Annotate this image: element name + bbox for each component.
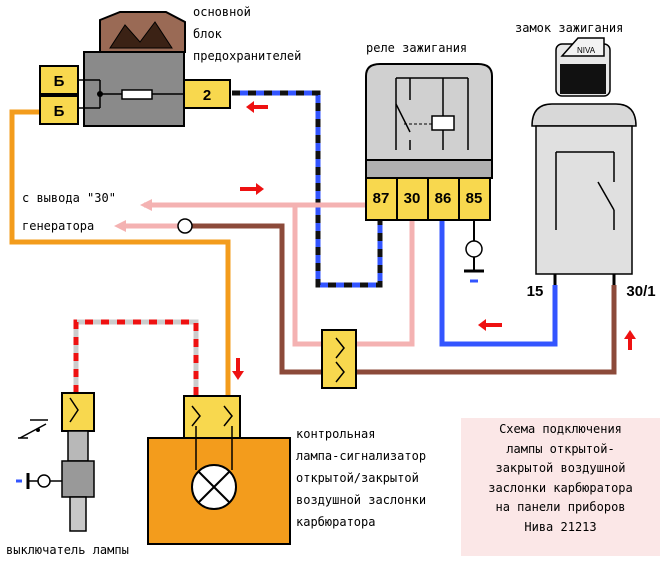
blue-black-wire [232, 90, 383, 288]
caption-line-4: заслонки карбюратора [488, 480, 633, 495]
caption-line-2: лампы открытой- [506, 441, 615, 456]
flow-arrows [114, 101, 636, 380]
ignition-relay: 87 30 86 85 [365, 63, 493, 221]
ground-wire [464, 220, 484, 283]
lamp-label-1: контрольная [296, 427, 375, 441]
caption-line-5: на панели приборов [495, 500, 626, 514]
relay-pin-85-label: 85 [466, 190, 483, 207]
lamp-label-5: карбюратора [296, 515, 375, 529]
labels: основной блок предохранителей реле зажиг… [6, 5, 623, 557]
ignition-switch: NIVA 15 30/1 [527, 37, 656, 300]
fuse-block-label-3: предохранителей [193, 49, 301, 63]
blue-wire [439, 220, 558, 347]
lamp-assembly [147, 395, 291, 545]
ignition-switch-label: замок зажигания [515, 21, 623, 35]
ignition-terminal-15: 15 [527, 283, 544, 300]
lamp-switch-label: выключатель лампы [6, 543, 129, 557]
caption-line-3: закрытой воздушной [495, 461, 626, 475]
lamp-label-2: лампа-сигнализатор [296, 449, 426, 463]
fuse-pin-b1 [39, 65, 79, 95]
fuse-pin-2 [183, 79, 231, 109]
fuse-pin-b2 [39, 95, 79, 125]
fuse-pin-b2-label: Б [54, 103, 65, 120]
caption-line-1: Схема подключения [499, 422, 622, 436]
ignition-relay-label: реле зажигания [366, 41, 467, 55]
brown-wire [192, 223, 617, 375]
orange-wire [9, 109, 231, 396]
ignition-terminal-30-1: 30/1 [626, 283, 655, 300]
caption-line-6: Нива 21213 [524, 519, 597, 534]
inline-connector [177, 218, 193, 234]
red-gray-wire [73, 319, 199, 396]
relay-pin-85 [458, 177, 491, 221]
fuse-block: Б Б 2 [39, 11, 231, 127]
fuse-pin-b1-label: Б [54, 73, 65, 90]
caption-box [461, 418, 660, 556]
niva-brand-label: NIVA [577, 46, 596, 55]
fuse-block-label-2: блок [193, 27, 223, 41]
relay-pin-86-label: 86 [435, 190, 452, 207]
generator-label-1: с вывода "30" [22, 191, 116, 205]
relay-pin-30-label: 30 [404, 190, 421, 207]
lamp-label-3: открытой/закрытой [296, 471, 419, 485]
center-connector [321, 329, 357, 389]
relay-pin-87-label: 87 [373, 190, 390, 207]
fuse-block-label-1: основной [193, 5, 251, 19]
pink-wire [120, 202, 415, 347]
lamp-switch [16, 392, 95, 532]
generator-label-2: генератора [22, 219, 94, 233]
lamp-label-4: воздушной заслонки [296, 493, 426, 507]
caption: Схема подключения лампы открытой- закрыт… [461, 420, 660, 537]
fuse-pin-2-label: 2 [203, 87, 211, 104]
